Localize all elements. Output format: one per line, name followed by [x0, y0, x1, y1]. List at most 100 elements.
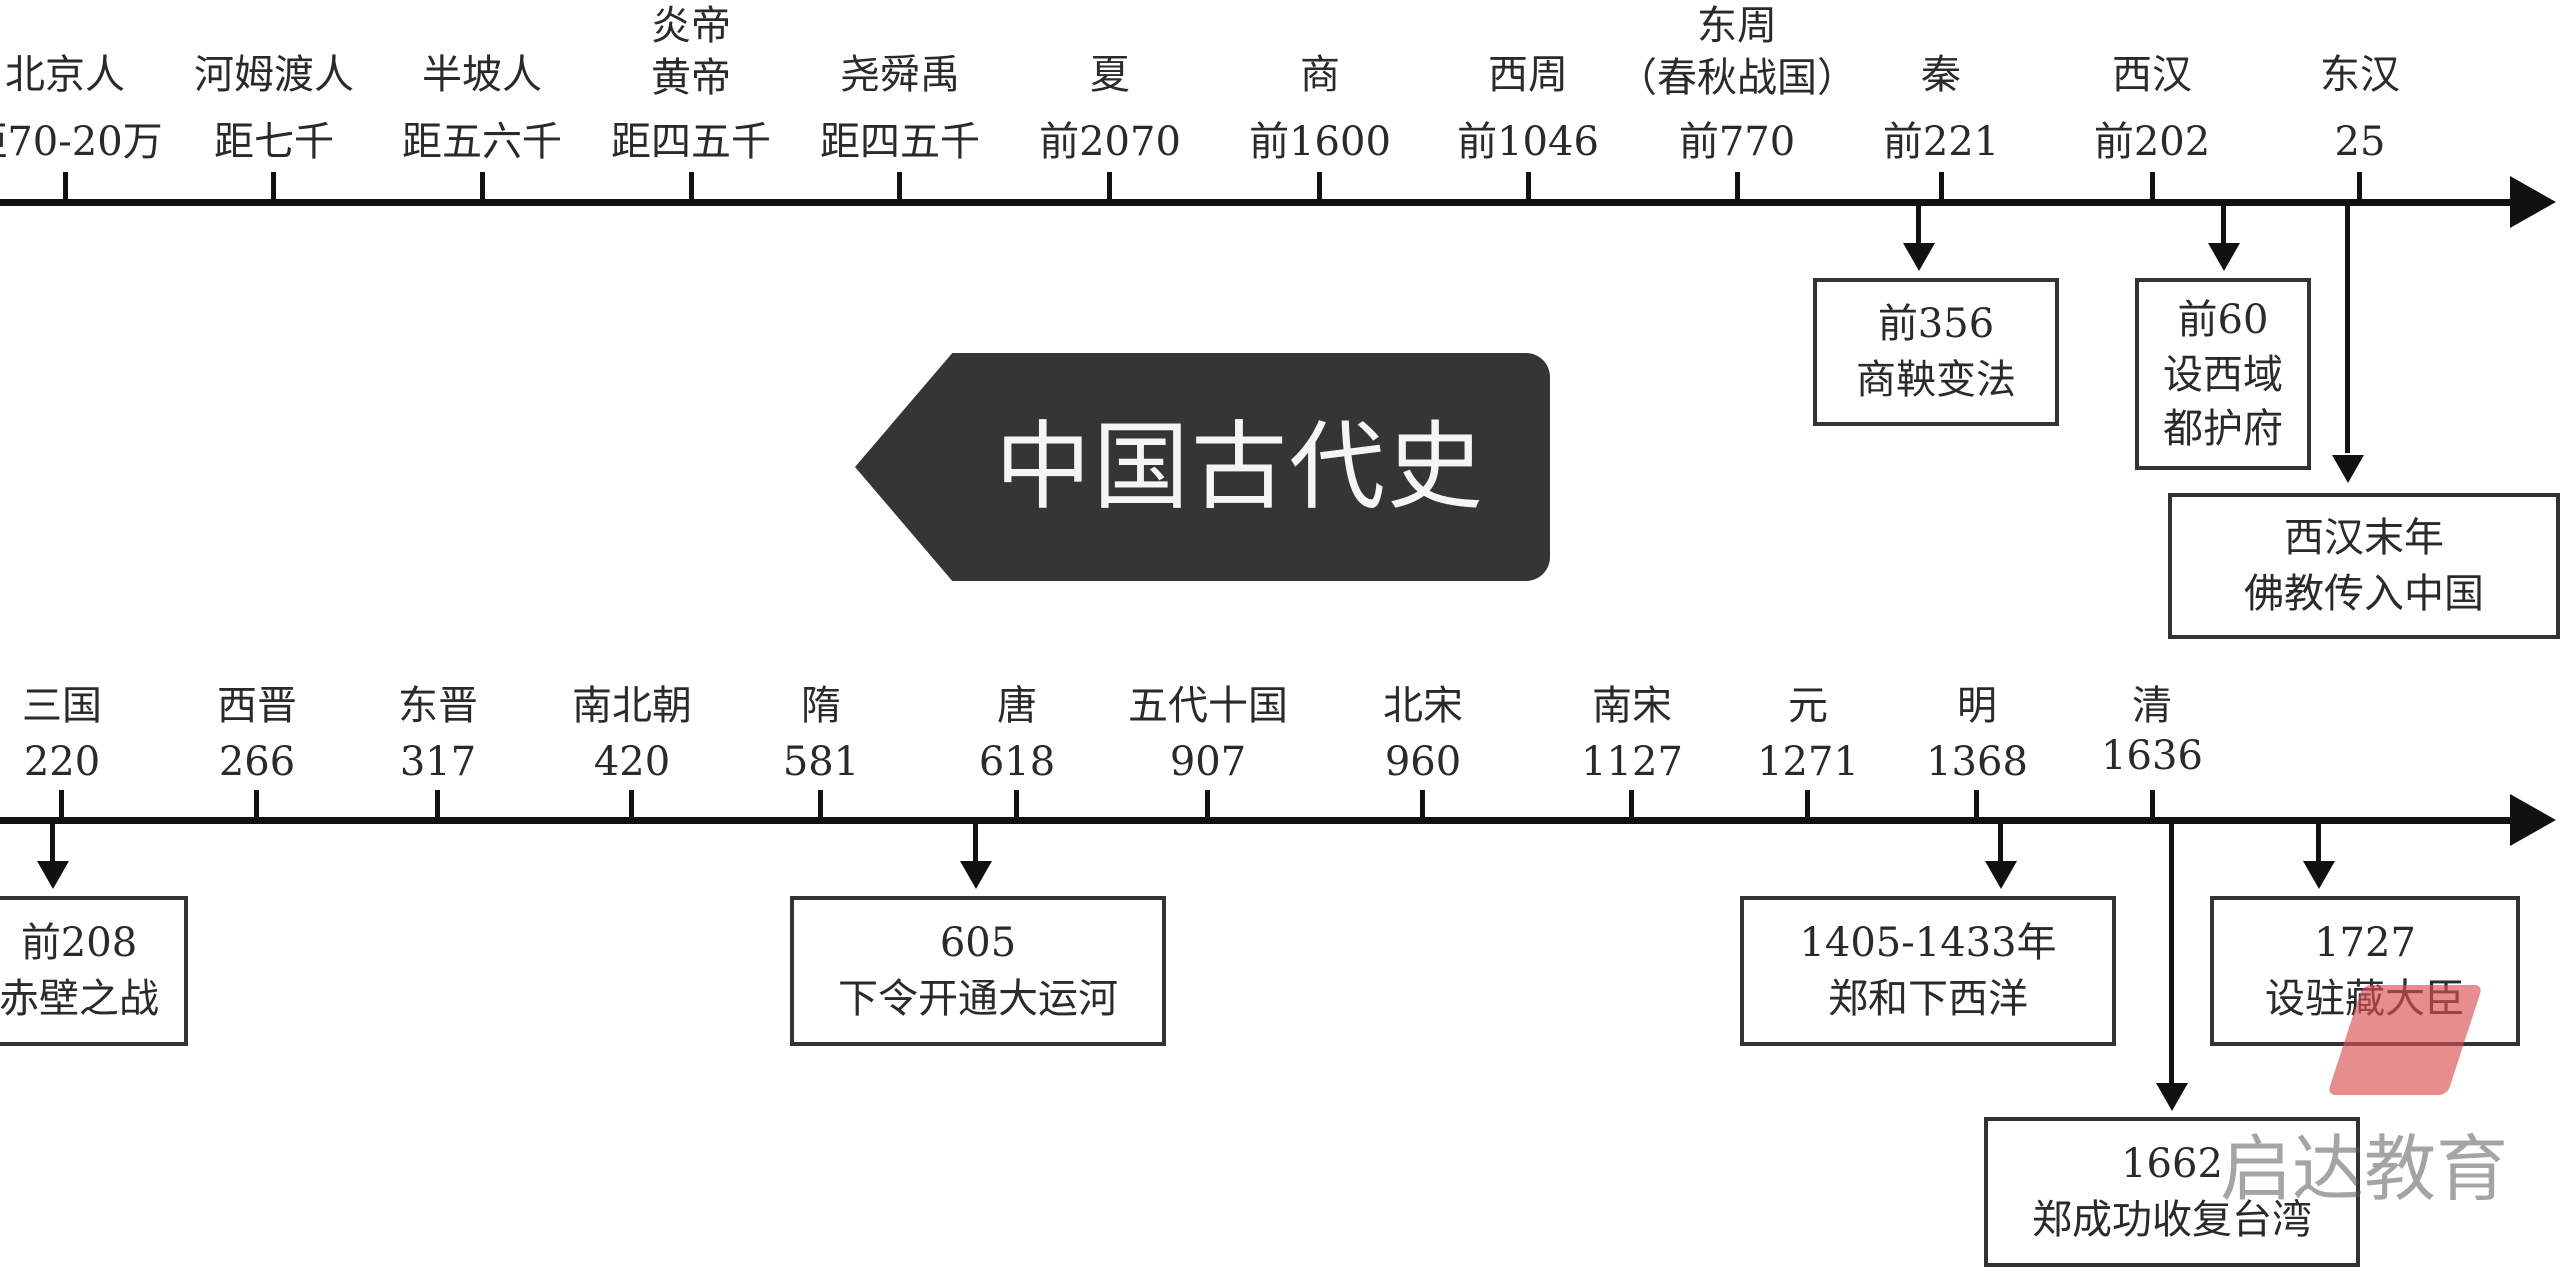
row1-name-2: 半坡人	[422, 52, 542, 98]
event-box-zheng-he-voyages: 1405-1433年 郑和下西洋	[1740, 896, 2116, 1046]
row2-tick-3	[629, 790, 634, 820]
connector-line	[1998, 821, 2003, 861]
row2-tick-1	[254, 790, 259, 820]
row1-date-10: 前202	[2093, 119, 2211, 165]
row1-name-3: 炎帝 黄帝	[651, 3, 731, 101]
row1-date-3: 距四五千	[611, 119, 771, 165]
event-date: 1662	[2121, 1141, 2223, 1187]
event-box-taiwan-recovery: 1662 郑成功收复台湾	[1984, 1117, 2360, 1267]
row2-tick-8	[1629, 790, 1634, 820]
row2-tick-7	[1420, 790, 1425, 820]
row2-name-4: 隋	[801, 683, 841, 729]
row2-name-7: 北宋	[1383, 683, 1463, 729]
row2-date-0: 220	[23, 739, 101, 785]
row1-name-4: 尧舜禹	[840, 52, 960, 98]
event-text: 下令开通大运河	[838, 976, 1118, 1022]
row1-name-7: 西周	[1488, 52, 1568, 98]
row1-tick-6	[1317, 172, 1322, 202]
event-date: 1405-1433年	[1799, 920, 2057, 966]
row2-name-9: 元	[1788, 683, 1828, 729]
row1-name-10: 西汉	[2112, 52, 2192, 98]
event-box-western-regions-protectorate: 前60 设西域 都护府	[2135, 278, 2311, 470]
row2-name-11: 清	[2132, 683, 2172, 729]
timeline-arrowhead-1	[2510, 176, 2556, 228]
row1-date-1: 距七千	[214, 119, 334, 165]
row2-date-4: 581	[782, 739, 860, 785]
row2-name-2: 东晋	[398, 683, 478, 729]
row2-name-1: 西晋	[217, 683, 297, 729]
row1-tick-11	[2357, 172, 2362, 202]
arrow-down-icon	[2156, 1083, 2188, 1111]
event-text: 西汉末年 佛教传入中国	[2244, 515, 2484, 617]
event-box-shang-yang-reform: 前356 商鞅变法	[1813, 278, 2059, 426]
row2-date-9: 1271	[1757, 739, 1859, 785]
event-box-battle-of-red-cliffs: 前208 赤壁之战	[0, 896, 188, 1046]
row1-tick-8	[1735, 172, 1740, 202]
arrow-down-icon	[37, 861, 69, 889]
row1-date-5: 前2070	[1039, 119, 1181, 165]
row2-tick-11	[2150, 790, 2155, 820]
row1-tick-9	[1939, 172, 1944, 202]
event-date: 605	[939, 920, 1017, 966]
row1-date-9: 前221	[1882, 119, 2000, 165]
row2-tick-10	[1974, 790, 1979, 820]
row2-name-3: 南北朝	[572, 683, 692, 729]
arrow-down-icon	[2332, 455, 2364, 483]
row2-name-5: 唐	[997, 683, 1037, 729]
timeline-axis-1	[0, 199, 2520, 206]
row2-date-6: 907	[1169, 739, 1247, 785]
event-date: 前356	[1877, 301, 1995, 347]
event-box-buddhism-introduced: 西汉末年 佛教传入中国	[2168, 493, 2560, 639]
row2-tick-6	[1205, 790, 1210, 820]
timeline-arrowhead-2	[2510, 794, 2556, 846]
row2-date-11: 1636	[2101, 733, 2203, 779]
row1-name-1: 河姆渡人	[194, 52, 354, 98]
row2-date-5: 618	[978, 739, 1056, 785]
row2-name-10: 明	[1957, 683, 1997, 729]
event-date: 前60	[2177, 297, 2269, 343]
row1-date-6: 前1600	[1249, 119, 1391, 165]
event-text: 郑成功收复台湾	[2032, 1197, 2312, 1243]
event-box-grand-canal: 605 下令开通大运河	[790, 896, 1166, 1046]
row1-name-6: 商	[1300, 52, 1340, 98]
row2-date-2: 317	[399, 739, 477, 785]
row1-date-0: 距70-20万	[0, 119, 163, 165]
row1-name-0: 北京人	[5, 52, 125, 98]
row1-date-11: 25	[2334, 119, 2386, 165]
row1-name-5: 夏	[1090, 52, 1130, 98]
row1-tick-2	[480, 172, 485, 202]
row1-tick-10	[2150, 172, 2155, 202]
row2-tick-4	[818, 790, 823, 820]
row1-date-4: 距四五千	[820, 119, 980, 165]
title-callout	[855, 353, 1550, 581]
watermark-text: 启达教育	[2220, 1127, 2509, 1211]
row2-tick-2	[435, 790, 440, 820]
arrow-down-icon	[960, 861, 992, 889]
row1-tick-5	[1107, 172, 1112, 202]
row2-date-3: 420	[593, 739, 671, 785]
connector-line	[973, 821, 978, 861]
arrow-down-icon	[2303, 861, 2335, 889]
row1-date-2: 距五六千	[402, 119, 562, 165]
row1-tick-1	[271, 172, 276, 202]
connector-line	[2316, 821, 2321, 861]
row1-tick-0	[63, 172, 68, 202]
row1-tick-4	[897, 172, 902, 202]
connector-line	[2221, 203, 2226, 243]
event-text: 郑和下西洋	[1828, 976, 2028, 1022]
diagram-title: 中国古代史	[995, 411, 1485, 523]
row2-tick-5	[1014, 790, 1019, 820]
row1-date-8: 前770	[1678, 119, 1796, 165]
arrow-down-icon	[1985, 861, 2017, 889]
event-date: 1727	[2314, 920, 2416, 966]
row2-tick-0	[59, 790, 64, 820]
event-date: 前208	[20, 920, 138, 966]
row1-name-11: 东汉	[2320, 52, 2400, 98]
event-text: 赤壁之战	[0, 976, 159, 1022]
connector-line	[1916, 203, 1921, 243]
row2-date-8: 1127	[1581, 739, 1683, 785]
arrow-down-icon	[2208, 243, 2240, 271]
row2-date-7: 960	[1384, 739, 1462, 785]
row1-tick-3	[689, 172, 694, 202]
event-text: 设西域 都护府	[2163, 352, 2283, 452]
